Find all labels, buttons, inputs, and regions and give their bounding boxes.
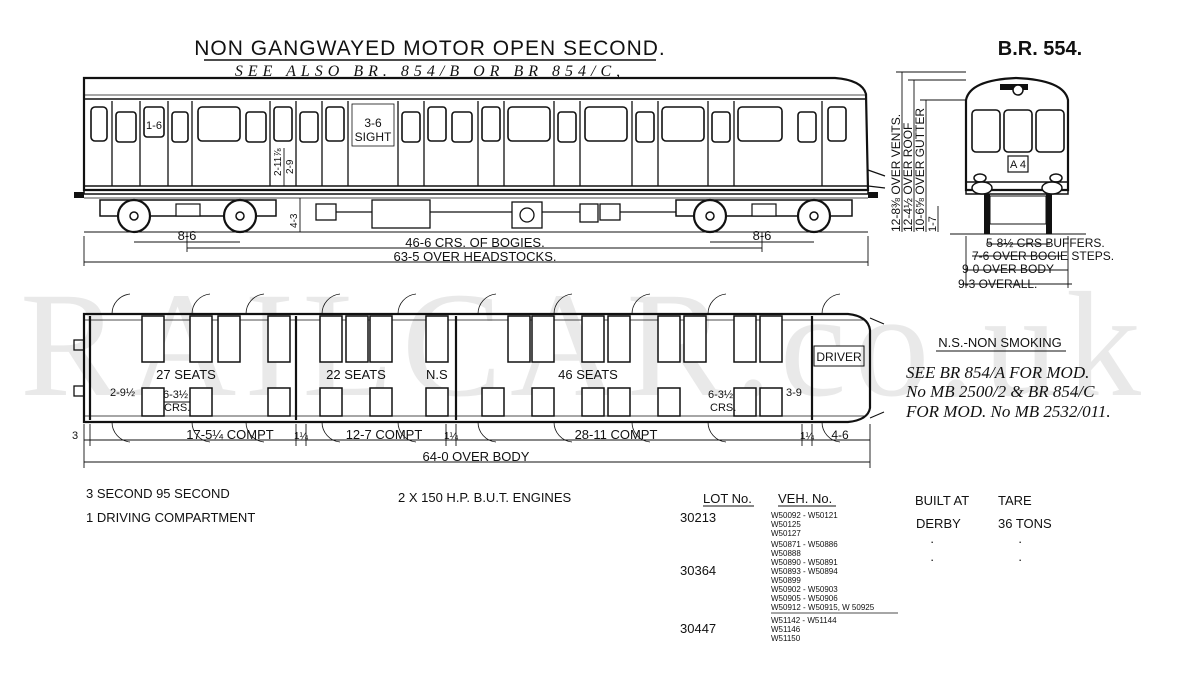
diagram-reference: B.R. 554. — [998, 38, 1082, 60]
see-also-note: SEE ALSO BR. 854/B OR BR 854/C, — [235, 63, 625, 80]
non-smoking-legend: N.S.-NON SMOKING — [938, 335, 1062, 350]
vehicle-range: W50125 — [771, 520, 801, 529]
w-buffers: 5-8½ CRS BUFFERS. — [986, 236, 1105, 250]
vehicle-range: W50890 - W50891 — [771, 558, 838, 567]
h-over-vents: 12-8⅜ OVER VENTS. — [889, 114, 903, 232]
dim-left-a: 2-9½ — [110, 387, 135, 399]
ditto-tare-1: · — [1018, 534, 1022, 549]
w-over-body: 9-0 OVER BODY — [962, 262, 1054, 276]
vehicle-range: W50912 - W50915, W 50925 — [771, 603, 875, 612]
dim-right-b: 3-9 — [786, 387, 802, 399]
vehicle-range: W50092 - W50121 — [771, 511, 838, 520]
header-veh-no: VEH. No. — [778, 491, 832, 506]
header-tare: TARE — [998, 493, 1032, 508]
header-lot-no: LOT No. — [703, 491, 752, 506]
lot-30364: 30364 — [680, 563, 716, 578]
dim-left-crs: CRS. — [164, 402, 190, 414]
ditto-built-1: · — [930, 534, 934, 549]
dim-height-b: 2-9 — [285, 159, 296, 174]
h-over-gutter: 10-6⅝ OVER GUTTER — [913, 108, 927, 232]
vehicle-range: W50893 - W50894 — [771, 567, 838, 576]
dim-headstocks: 63-5 OVER HEADSTOCKS. — [393, 249, 556, 264]
vehicle-range: W51142 - W51144 — [771, 616, 837, 625]
built-at-value: DERBY — [916, 516, 961, 531]
seating-summary: 3 SECOND 95 SECOND — [86, 486, 230, 501]
dim-compt-2: 12-7 COMPT — [346, 427, 423, 442]
non-smoking-tag: N.S — [426, 367, 448, 382]
lot-table: LOT No. VEH. No. BUILT AT TARE 30213 W50… — [680, 491, 1052, 643]
dim-gap-1: 1¼ — [294, 430, 309, 442]
dim-compt-1: 17-5¼ COMPT — [186, 427, 273, 442]
destination-blind: A 4 — [1010, 159, 1026, 171]
modification-note-1: SEE BR 854/A FOR MOD. — [906, 363, 1089, 382]
dim-end-left: 3 — [72, 430, 78, 442]
side-elevation: 3-6 SIGHT 1-6 2-11⅞ 2-9 — [74, 76, 886, 266]
dim-left-b: 6-3½ — [163, 389, 188, 401]
lot-30447: 30447 — [680, 621, 716, 636]
dim-sight: 3-6 — [364, 116, 382, 130]
plan-view: 27 SEATS 22 SEATS N.S 46 SEATS DRIVER 2-… — [72, 293, 885, 468]
vehicle-range: W50127 — [771, 529, 801, 538]
vehicle-range: W50871 - W50886 — [771, 540, 838, 549]
modification-note-3: FOR MOD. No MB 2532/011. — [905, 402, 1111, 421]
lot-30213: 30213 — [680, 510, 716, 525]
driving-compartment-summary: 1 DRIVING COMPARTMENT — [86, 510, 255, 525]
vehicle-range: W51146 — [771, 625, 801, 634]
seats-compartment-2: 22 SEATS — [326, 367, 386, 382]
h-over-roof: 12-4½ OVER ROOF — [901, 123, 915, 232]
dim-over-body: 64-0 OVER BODY — [423, 449, 530, 464]
vehicle-range: W51150 — [771, 634, 801, 643]
label-sight: SIGHT — [355, 130, 392, 144]
dim-end-right: 4-6 — [831, 428, 849, 442]
modification-note-2: No MB 2500/2 & BR 854/C — [905, 382, 1095, 401]
h-step: 1-7 — [927, 216, 939, 232]
tare-value: 36 TONS — [998, 516, 1052, 531]
vehicle-range: W50905 - W50906 — [771, 594, 838, 603]
dim-door-width: 1-6 — [146, 120, 162, 132]
seats-compartment-1: 27 SEATS — [156, 367, 216, 382]
end-elevation: A 4 12-8⅜ OVER VENTS. 12-4½ OVER ROOF 10… — [889, 71, 1114, 291]
dim-height-c: 4-3 — [289, 213, 300, 228]
ditto-tare-2: · — [1018, 552, 1022, 567]
dim-bogie-centres: 46-6 CRS. OF BOGIES. — [405, 235, 544, 250]
driver-cab-label: DRIVER — [816, 350, 862, 364]
seats-compartment-3: 46 SEATS — [558, 367, 618, 382]
vehicle-range: W50888 — [771, 549, 801, 558]
w-overall: 9-3 OVERALL. — [958, 277, 1037, 291]
dim-gap-3: 1¼ — [800, 430, 815, 442]
w-bogie-steps: 7-6 OVER BOGIE STEPS. — [972, 249, 1114, 263]
ditto-built-2: · — [930, 552, 934, 567]
dim-compt-3: 28-11 COMPT — [575, 427, 658, 442]
dim-gap-2: 1¼ — [444, 430, 459, 442]
engines-summary: 2 X 150 H.P. B.U.T. ENGINES — [398, 490, 571, 505]
dim-right-crs: CRS. — [710, 402, 736, 414]
vehicle-range: W50902 - W50903 — [771, 585, 838, 594]
dim-right-a: 6-3½ — [708, 389, 733, 401]
header-built-at: BUILT AT — [915, 493, 969, 508]
vehicle-range: W50899 — [771, 576, 801, 585]
drawing-title: NON GANGWAYED MOTOR OPEN SECOND. — [194, 37, 665, 60]
dim-height-a: 2-11⅞ — [273, 148, 284, 176]
